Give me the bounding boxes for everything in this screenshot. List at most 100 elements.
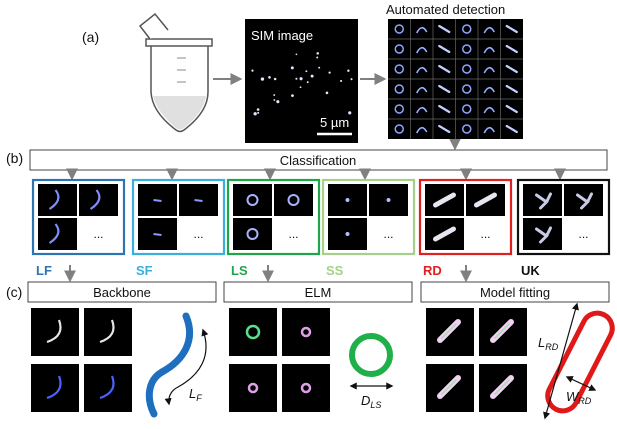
classification-box <box>29 149 608 171</box>
detected-object <box>438 124 451 134</box>
sim-dot <box>306 81 309 84</box>
ellipsis: ... <box>93 227 103 241</box>
sim-dot <box>328 71 331 74</box>
symbol-lf: LF <box>189 386 202 403</box>
detected-object <box>483 26 495 34</box>
ring-mark <box>247 382 259 394</box>
sim-dots <box>251 52 353 116</box>
object-mark <box>433 192 456 208</box>
class-label-ls: LS <box>231 263 248 278</box>
object-mark <box>48 223 60 244</box>
detected-object <box>462 104 472 114</box>
object-mark <box>386 198 391 202</box>
object-mark <box>345 232 350 236</box>
detection-grid <box>388 19 523 139</box>
sim-dot <box>318 66 321 69</box>
filament-mark <box>99 375 115 400</box>
filament-mark <box>46 319 62 344</box>
sim-dot <box>256 108 260 111</box>
filament-mark <box>46 375 62 400</box>
detected-object <box>438 24 451 34</box>
object-mark <box>474 192 497 208</box>
ring-icon <box>349 333 393 377</box>
sim-dot <box>299 86 302 89</box>
detected-object <box>462 44 472 54</box>
symbol-dls: DLS <box>361 393 381 410</box>
detected-object <box>416 66 428 74</box>
rod-fit-mark <box>441 323 457 339</box>
detected-object <box>505 44 518 54</box>
sim-dot <box>310 74 314 78</box>
ring-mark <box>300 382 312 394</box>
detected-object <box>394 124 404 134</box>
backbone-title: Backbone <box>93 285 151 300</box>
elm-title: ELM <box>305 285 332 300</box>
object-mark <box>89 189 101 210</box>
analysis-thumbnail <box>84 308 132 356</box>
elm-box <box>223 281 413 303</box>
detected-object <box>416 46 428 54</box>
sim-dot <box>257 111 260 114</box>
sim-label: SIM image <box>251 28 313 43</box>
object-mark <box>246 194 259 206</box>
analysis-thumbnail <box>84 364 132 412</box>
panel-label-b: (b) <box>6 150 23 166</box>
class-label-rd: RD <box>423 263 442 278</box>
class-label-uk: UK <box>521 263 540 278</box>
backbone-box <box>27 281 217 303</box>
rod-length-arrow <box>543 302 579 420</box>
rod-fit-mark <box>441 379 457 395</box>
detected-object <box>505 124 518 134</box>
detected-object <box>394 104 404 114</box>
sim-dot <box>299 77 303 81</box>
detected-object <box>462 64 472 74</box>
detected-object <box>438 104 451 114</box>
sim-dot <box>276 100 280 104</box>
analysis-thumbnail <box>282 364 330 412</box>
detected-object <box>483 46 495 54</box>
analysis-thumbnail <box>229 364 277 412</box>
rod-width-arrow <box>565 376 597 391</box>
detected-object <box>483 66 495 74</box>
detected-object <box>483 106 495 114</box>
detected-object <box>416 26 428 34</box>
sim-dot <box>305 70 308 73</box>
symbol-lrd: LRD <box>538 335 559 352</box>
detected-object <box>416 126 428 134</box>
ring-mark <box>245 324 261 340</box>
sim-dot <box>273 77 277 81</box>
analysis-thumbnail <box>282 308 330 356</box>
sim-dot <box>253 112 257 116</box>
object-mark <box>287 194 300 206</box>
sim-dot <box>316 56 319 59</box>
model-fitting-title: Model fitting <box>480 285 550 300</box>
detected-object <box>438 44 451 54</box>
sim-dot <box>316 52 319 55</box>
symbol-wrd: WRD <box>566 389 592 406</box>
sim-dot <box>350 78 353 81</box>
sim-dot <box>325 91 329 95</box>
object-mark <box>48 189 60 210</box>
ellipsis: ... <box>578 227 588 241</box>
analysis-thumbnails <box>31 308 527 412</box>
sim-dot <box>273 94 276 96</box>
filament-mark <box>99 319 115 344</box>
rod-fit-mark <box>494 323 510 339</box>
detected-object <box>394 64 404 74</box>
classification-title: Classification <box>280 153 357 168</box>
analysis-thumbnail <box>229 308 277 356</box>
detected-object <box>505 64 518 74</box>
sim-dot <box>291 94 294 98</box>
backbone-curve <box>145 312 194 418</box>
class-thumbnail <box>274 184 313 216</box>
ellipsis: ... <box>383 227 393 241</box>
sim-dot <box>295 53 298 56</box>
ellipsis: ... <box>288 227 298 241</box>
sim-dot <box>295 77 298 80</box>
class-thumbnail <box>233 218 272 250</box>
object-mark <box>153 233 162 236</box>
model-fitting-box <box>420 281 610 303</box>
sim-dot <box>290 66 294 70</box>
